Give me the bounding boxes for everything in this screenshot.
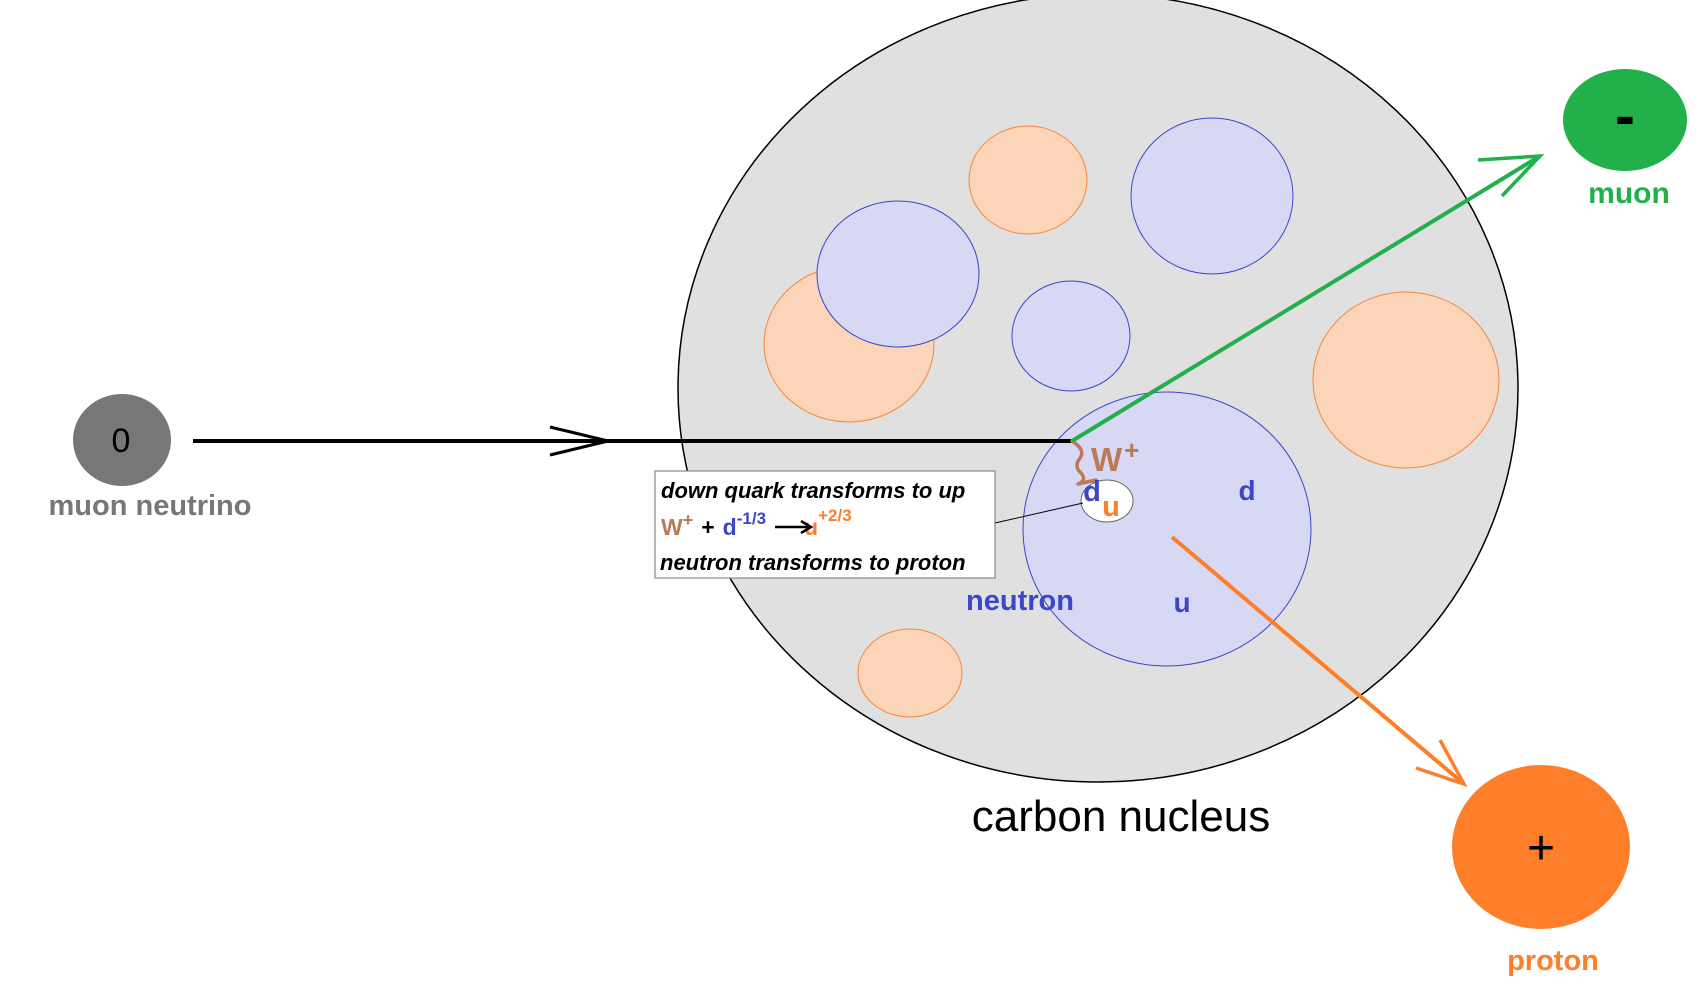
proton-nucleon [1312,291,1500,469]
neutron-nucleon [1130,117,1294,275]
muon-track [1070,154,1542,443]
neutrino-charge-label: 0 [112,422,131,460]
proton-nucleon [857,628,963,718]
neutron-nucleon [1011,280,1131,392]
muon-particle [1563,69,1687,171]
proton-nucleon [968,125,1088,235]
equation-arrow-head [800,519,814,535]
carbon-nucleus [677,0,1519,783]
caption-frame [654,470,996,579]
w-boson-squiggle [1070,439,1098,486]
quark-u-transformed-label: u [1102,491,1120,523]
interaction-point [1080,479,1134,523]
equation-w: W [661,514,683,540]
neutron-nucleon [816,200,980,348]
w-boson-label: W+ [1091,435,1139,478]
proton-charge-label: + [1527,822,1555,875]
muon-charge-label: - [1615,82,1635,149]
equation-d-charge: -1/3 [737,509,766,528]
proton-track-arrowhead [1415,739,1468,788]
proton-track [1170,535,1466,786]
neutrino-particle [73,394,171,486]
equation-plus: + [701,514,714,540]
equation-u-charge: +2/3 [818,506,852,525]
quark-d-transforming-label: d [1083,476,1101,508]
interacting-neutron [1022,391,1312,667]
neutron-label: neutron [966,585,1074,617]
caption-leader-line [994,502,1084,524]
nucleus-label: carbon nucleus [972,792,1270,841]
quark-d-label: d [1238,475,1255,506]
muon-track-arrowhead [1477,153,1545,198]
neutrino-label: muon neutrino [49,490,252,522]
caption-line-3: neutron transforms to proton [660,550,966,575]
proton-label: proton [1507,945,1599,977]
proton-particle [1452,765,1630,929]
caption-line-1: down quark transforms to up [661,478,965,503]
equation-d: d [723,514,737,540]
w-boson-letter: W [1091,441,1123,478]
quark-u-label: u [1173,587,1190,618]
neutrino-track-arrowhead [549,425,609,457]
w-boson-charge: + [1124,435,1139,465]
equation-w-charge: + [683,510,694,530]
muon-label: muon [1588,177,1670,210]
